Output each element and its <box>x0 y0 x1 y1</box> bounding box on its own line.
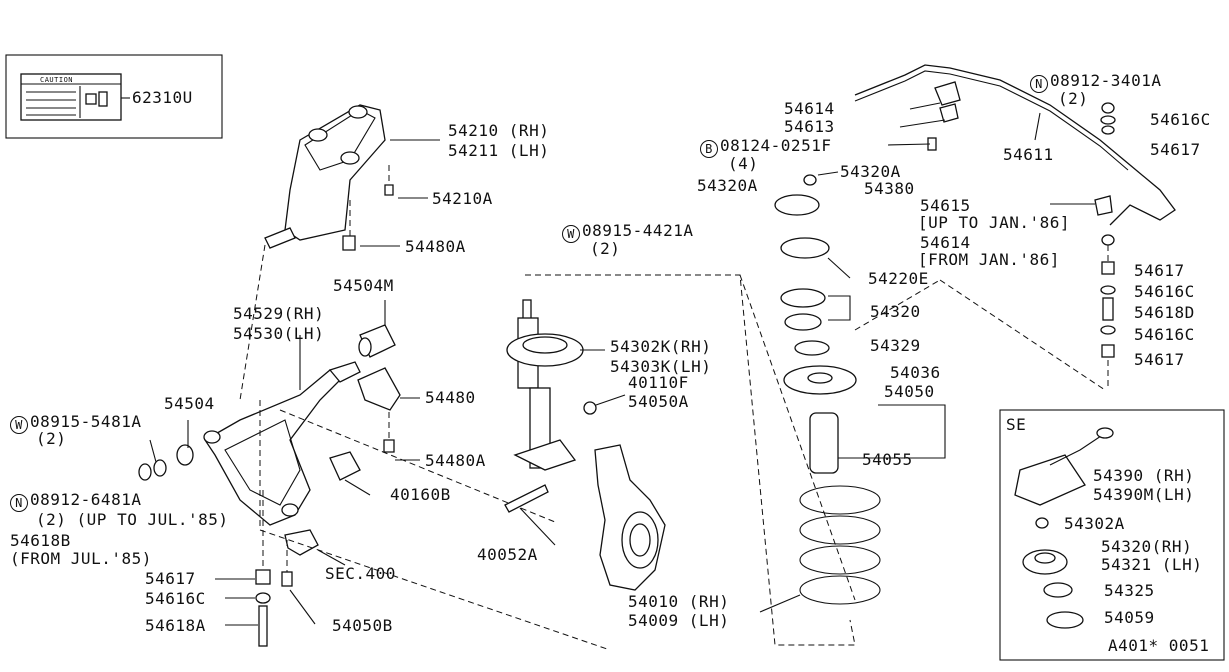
part-label-54325[interactable]: 54325 <box>1104 581 1155 600</box>
part-label-54050[interactable]: 54050 <box>884 382 935 401</box>
qty-08124-0251F: (4) <box>728 154 759 173</box>
part-label-54504[interactable]: 54504 <box>164 394 215 413</box>
coil-spring-part <box>799 485 881 515</box>
part-label-54615[interactable]: 54615 <box>920 196 971 215</box>
part-label-54302K[interactable]: 54302K(RH) <box>610 337 712 356</box>
bolt-marker-icon: B <box>700 140 718 158</box>
part-label-54320A-b[interactable]: 54320A <box>697 176 758 195</box>
part-label-54480[interactable]: 54480 <box>425 388 476 407</box>
part-label-54210[interactable]: 54210 (RH) <box>448 121 550 140</box>
part-label-54211[interactable]: 54211 (LH) <box>448 141 550 160</box>
part-label-54616C-r2[interactable]: 54616C <box>1134 282 1195 301</box>
part-label-54220E[interactable]: 54220E <box>868 269 929 288</box>
part-label-54303K[interactable]: 54303K(LH) <box>610 357 712 376</box>
part-label-54380[interactable]: 54380 <box>864 179 915 198</box>
part-label-54036[interactable]: 54036 <box>890 363 941 382</box>
part-label-54320A-a[interactable]: 54320A <box>840 162 901 181</box>
diagram-code: A401* 0051 <box>1108 636 1210 655</box>
part-label-54504M[interactable]: 54504M <box>333 276 394 295</box>
se-box-title: SE <box>1006 415 1027 434</box>
part-label-40052A[interactable]: 40052A <box>477 545 538 564</box>
part-label-54329[interactable]: 54329 <box>870 336 921 355</box>
part-label-54059[interactable]: 54059 <box>1104 608 1155 627</box>
part-label-54616C-left[interactable]: 54616C <box>145 589 206 608</box>
qty-08915-4421A: (2) <box>590 239 621 258</box>
section-ref-400[interactable]: SEC.400 <box>325 564 396 583</box>
washer-marker-icon: W <box>562 225 580 243</box>
part-label-54616C-r1[interactable]: 54616C <box>1150 110 1211 129</box>
washer-marker-icon: W <box>10 416 28 434</box>
qty-08912-3401A: (2) <box>1058 89 1089 108</box>
caution-box-frame <box>5 54 223 139</box>
part-label-54009[interactable]: 54009 (LH) <box>628 611 730 630</box>
part-label-54050A[interactable]: 54050A <box>628 392 689 411</box>
lower-arm-part <box>204 369 347 526</box>
part-label-54302A[interactable]: 54302A <box>1064 514 1125 533</box>
part-label-40110F[interactable]: 40110F <box>628 373 689 392</box>
part-label-54210A[interactable]: 54210A <box>432 189 493 208</box>
part-label-54480A-mid[interactable]: 54480A <box>425 451 486 470</box>
part-label-54050B[interactable]: 54050B <box>332 616 393 635</box>
part-label-40160B[interactable]: 40160B <box>390 485 451 504</box>
bump-bumper-part <box>809 412 839 474</box>
part-label-54617-left[interactable]: 54617 <box>145 569 196 588</box>
note-54618B: (FROM JUL.'85) <box>10 549 152 568</box>
part-label-54055[interactable]: 54055 <box>862 450 913 469</box>
part-label-54529[interactable]: 54529(RH) <box>233 304 325 323</box>
part-label-54618B[interactable]: 54618B <box>10 531 71 550</box>
part-label-54618D[interactable]: 54618D <box>1134 303 1195 322</box>
part-label-54617-r2[interactable]: 54617 <box>1134 261 1185 280</box>
part-label-54390[interactable]: 54390 (RH) <box>1093 466 1195 485</box>
part-label-54320[interactable]: 54320 <box>870 302 921 321</box>
part-label-54617-r1[interactable]: 54617 <box>1150 140 1201 159</box>
part-label-54320-se[interactable]: 54320(RH) <box>1101 537 1193 556</box>
part-label-62310U[interactable]: 62310U <box>132 88 193 107</box>
qty-08912-6481A: (2) (UP TO JUL.'85) <box>36 510 229 529</box>
caution-text: CAUTION <box>40 76 74 84</box>
stabilizer-bar-part <box>854 64 1176 226</box>
nut-marker-icon: N <box>1030 75 1048 93</box>
qty-08915-5481A: (2) <box>36 429 67 448</box>
part-label-54618A[interactable]: 54618A <box>145 616 206 635</box>
part-label-54530[interactable]: 54530(LH) <box>233 324 325 343</box>
part-label-54617-r3[interactable]: 54617 <box>1134 350 1185 369</box>
part-label-54614-top[interactable]: 54614 <box>784 99 835 118</box>
note-54615: [UP TO JAN.'86] <box>918 213 1070 232</box>
part-label-54321[interactable]: 54321 (LH) <box>1101 555 1203 574</box>
part-label-54616C-r3[interactable]: 54616C <box>1134 325 1195 344</box>
nut-marker-icon: N <box>10 494 28 512</box>
se-box-frame <box>999 409 1225 661</box>
part-label-54480A-top[interactable]: 54480A <box>405 237 466 256</box>
mount-bracket-part <box>284 104 386 241</box>
part-label-54010[interactable]: 54010 (RH) <box>628 592 730 611</box>
ball-joint-part <box>284 529 319 556</box>
part-label-54614-b[interactable]: 54614 <box>920 233 971 252</box>
note-54614: [FROM JAN.'86] <box>918 250 1060 269</box>
stabilizer-bracket-part <box>357 367 401 411</box>
part-label-54390M[interactable]: 54390M(LH) <box>1093 485 1195 504</box>
part-label-54613[interactable]: 54613 <box>784 117 835 136</box>
part-label-54611[interactable]: 54611 <box>1003 145 1054 164</box>
